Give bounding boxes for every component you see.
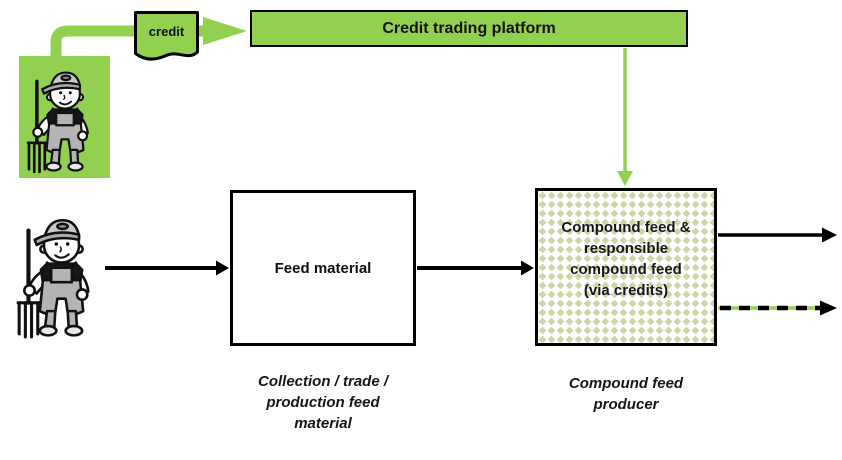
platform-to-compound-arrow	[617, 48, 633, 186]
compound-feed-line: (via credits)	[583, 282, 669, 299]
document-icon	[134, 11, 199, 61]
caption-line: producer	[593, 396, 659, 413]
farmer-icon	[16, 218, 90, 339]
credit-trading-platform-label: Credit trading platform	[382, 19, 556, 37]
compound-credit-output-arrow	[718, 300, 837, 316]
credit-trading-platform-box: Credit trading platform	[250, 10, 688, 47]
caption-line: Compound feed	[568, 375, 684, 392]
farmer-to-feed-arrow	[105, 260, 229, 276]
farmer-feed-supplier	[12, 198, 110, 348]
compound-feed-line: Compound feed &	[561, 219, 691, 236]
credit-document-shape: credit	[133, 10, 200, 68]
feed-material-box: Feed material	[230, 190, 416, 346]
caption-line: Collection / trade /	[257, 373, 389, 390]
credit-to-platform-arrow	[50, 17, 247, 62]
farmer-credit-seller-panel	[19, 56, 110, 178]
caption-line: production feed	[266, 394, 380, 411]
caption-collection-trade: Collection / trade / production feed mat…	[230, 371, 416, 434]
diamond-pattern	[538, 191, 714, 343]
credit-tag-label: credit	[148, 24, 185, 39]
compound-output-arrow	[718, 227, 837, 243]
feed-to-compound-arrow	[417, 260, 534, 276]
farmer-icon	[26, 71, 89, 174]
compound-feed-label: Compound feed & responsible compound fee…	[538, 191, 714, 301]
compound-feed-line: compound feed	[570, 261, 682, 278]
feed-material-label: Feed material	[274, 259, 372, 277]
compound-feed-line: responsible	[583, 240, 669, 257]
caption-compound-producer: Compound feed producer	[535, 373, 717, 415]
compound-feed-box: Compound feed & responsible compound fee…	[535, 188, 717, 346]
caption-line: material	[294, 415, 352, 432]
